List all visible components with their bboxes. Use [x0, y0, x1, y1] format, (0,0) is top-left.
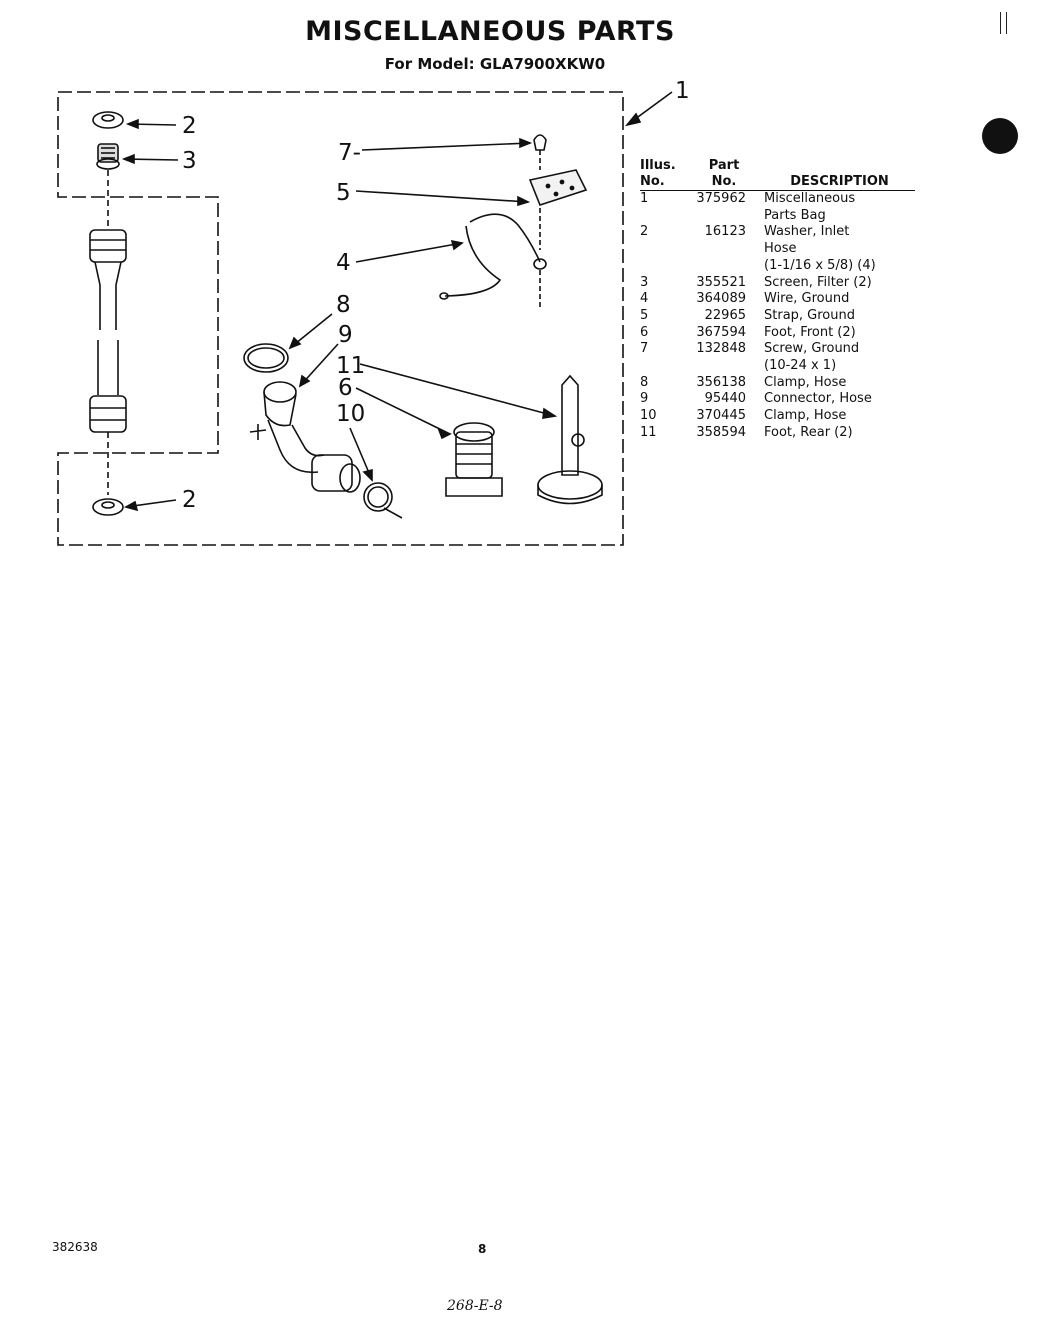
illus-number: 5: [640, 307, 649, 323]
front-foot: 6: [338, 375, 503, 497]
illus-number: 10: [640, 408, 657, 424]
description-line: Parts Bag: [764, 207, 826, 223]
svg-text:5: 5: [336, 180, 351, 206]
part-number: 375962: [696, 191, 746, 206]
description-line: Connector, Hose: [764, 391, 872, 407]
header-description: DESCRIPTION: [764, 158, 915, 191]
part-number: 370445: [696, 408, 746, 424]
svg-text:8: 8: [336, 292, 351, 318]
part-description: Clamp, Hose: [764, 375, 915, 392]
illus-number: 2: [640, 224, 649, 240]
svg-text:10: 10: [336, 401, 365, 427]
table-row: 11 358594 Foot, Rear (2): [640, 425, 915, 442]
description-line: Miscellaneous: [764, 191, 856, 206]
part-number: 16123: [704, 224, 746, 240]
svg-text:1: 1: [675, 78, 690, 104]
part-description: Screw, Ground(10-24 x 1): [764, 341, 915, 374]
table-row: 8 356138 Clamp, Hose: [640, 375, 915, 392]
svg-text:3: 3: [182, 148, 197, 174]
part-description: Foot, Rear (2): [764, 425, 915, 442]
table-row: 6 367594 Foot, Front (2): [640, 325, 915, 342]
description-line: (1-1/16 x 5/8) (4): [764, 257, 876, 273]
part-description: Foot, Front (2): [764, 325, 915, 342]
table-row: 5 22965 Strap, Ground: [640, 308, 915, 325]
punch-hole: [982, 118, 1018, 154]
parts-bag-outline: [57, 91, 624, 546]
handwritten-note: 268-E-8: [447, 1298, 503, 1314]
callout-1: 1: [624, 78, 690, 127]
description-line: Washer, Inlet: [764, 224, 850, 240]
description-line: Foot, Rear (2): [764, 424, 853, 440]
washer-top: 2: [92, 111, 197, 139]
hose-clamp-8: 8: [243, 292, 351, 373]
part-number: 95440: [704, 391, 746, 407]
part-number: 132848: [696, 341, 746, 357]
table-row: 7 132848 Screw, Ground(10-24 x 1): [640, 341, 915, 374]
model-line: For Model: GLA7900XKW0: [384, 55, 606, 73]
part-description: Screen, Filter (2): [764, 275, 915, 292]
part-description: Connector, Hose: [764, 391, 915, 408]
part-number: 367594: [696, 324, 746, 340]
illus-number: 3: [640, 274, 649, 290]
table-row: 4 364089 Wire, Ground: [640, 291, 915, 308]
hose-clamp-10: 10: [336, 401, 403, 519]
illus-number: 4: [640, 291, 649, 307]
page-title: MISCELLANEOUS PARTS: [305, 16, 675, 47]
part-number: 358594: [696, 424, 746, 440]
table-row: 9 95440 Connector, Hose: [640, 391, 915, 408]
table-row: 10 370445 Clamp, Hose: [640, 408, 915, 425]
svg-text:2: 2: [182, 113, 197, 139]
header-illus: Illus.No.: [640, 158, 684, 191]
page-number: 8: [478, 1242, 487, 1256]
document-number: 382638: [52, 1240, 98, 1254]
illus-number: 8: [640, 374, 649, 390]
svg-text:7-: 7-: [338, 140, 361, 166]
illus-number: 1: [640, 191, 649, 206]
description-line: Screen, Filter (2): [764, 274, 872, 290]
inlet-hose: [89, 170, 127, 495]
part-description: Wire, Ground: [764, 291, 915, 308]
hose-connector: 9: [249, 322, 361, 493]
rear-foot: 11: [336, 353, 603, 505]
part-number: 364089: [696, 291, 746, 307]
ground-wire: 4: [336, 213, 547, 310]
parts-diagram: 1 2 3 2 7: [57, 78, 690, 546]
part-number: 355521: [696, 274, 746, 290]
washer-bottom: 2: [92, 487, 197, 516]
part-number: 356138: [696, 374, 746, 390]
part-description: Strap, Ground: [764, 308, 915, 325]
description-line: (10-24 x 1): [764, 358, 837, 374]
svg-text:11: 11: [336, 353, 365, 379]
svg-text:6: 6: [338, 375, 353, 401]
scan-mark: [1000, 12, 1007, 34]
description-line: Hose: [764, 241, 797, 257]
part-description: Clamp, Hose: [764, 408, 915, 425]
description-line: Clamp, Hose: [764, 374, 847, 390]
description-line: Wire, Ground: [764, 291, 850, 307]
svg-text:9: 9: [338, 322, 353, 348]
table-row: 3 355521 Screen, Filter (2): [640, 275, 915, 292]
svg-text:4: 4: [336, 250, 351, 276]
illus-number: 6: [640, 324, 649, 340]
description-line: Screw, Ground: [764, 341, 860, 357]
illus-number: 9: [640, 391, 649, 407]
illus-number: 11: [640, 424, 657, 440]
part-number: 22965: [704, 307, 746, 323]
description-line: Strap, Ground: [764, 307, 855, 323]
ground-strap: 5: [336, 169, 588, 250]
description-line: Clamp, Hose: [764, 408, 847, 424]
svg-text:2: 2: [182, 487, 197, 513]
illus-number: 7: [640, 341, 649, 357]
description-line: Foot, Front (2): [764, 324, 856, 340]
ground-screw: 7-: [338, 134, 547, 170]
filter-screen: 3: [96, 143, 197, 174]
